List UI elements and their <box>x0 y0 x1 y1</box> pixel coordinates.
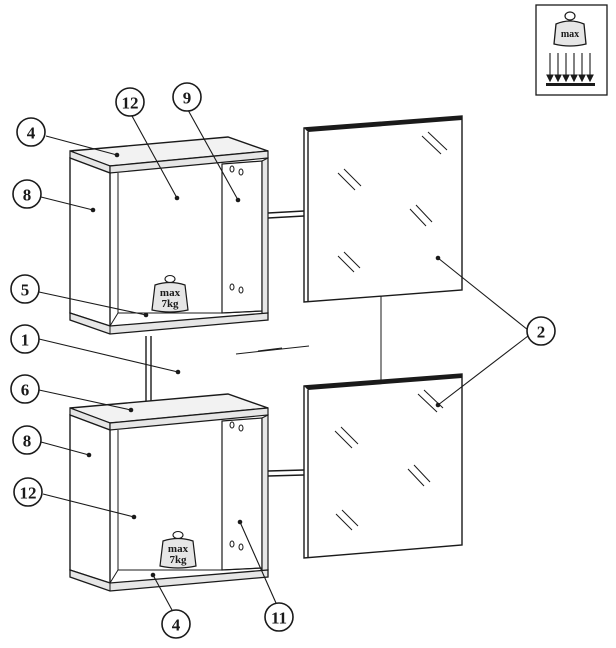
connecting-rod <box>145 336 152 404</box>
load-surface <box>546 83 595 86</box>
callout-label: 4 <box>27 124 36 143</box>
top-cube-shelf: max 7kg <box>69 136 269 335</box>
top-shelf-weight-badge: max 7kg <box>151 274 189 313</box>
bottom-shelf-weight-badge: max 7kg <box>159 530 197 569</box>
callout-9: 9 <box>172 82 202 112</box>
callout-5: 5 <box>10 274 40 304</box>
glass-panel-bottom <box>303 373 463 559</box>
bottom-shelf-weight-max: max <box>168 543 189 555</box>
callout-2: 2 <box>526 316 556 346</box>
callout-label: 11 <box>271 609 287 628</box>
callout-label: 8 <box>23 432 32 451</box>
bottom-shelf-left-panel <box>69 413 111 584</box>
callout-8-top: 8 <box>12 179 42 209</box>
top-shelf-right-panel <box>261 157 269 317</box>
callout-12-bottom: 12 <box>13 477 43 507</box>
callout-label: 2 <box>537 323 546 342</box>
weight-load-icon: max <box>553 11 587 47</box>
callout-6: 6 <box>10 374 40 404</box>
callout-label: 12 <box>20 484 37 503</box>
top-shelf-weight-max: max <box>160 287 181 299</box>
bottom-shelf-weight-value: 7kg <box>169 554 187 566</box>
max-load-icon-box: max <box>535 4 608 96</box>
callout-label: 4 <box>172 616 181 635</box>
top-shelf-left-panel <box>69 156 111 327</box>
callout-label: 6 <box>21 381 30 400</box>
bottom-shelf-right-panel <box>261 414 269 574</box>
top-shelf-weight-value: 7kg <box>161 298 179 310</box>
callout-12-top: 12 <box>115 87 145 117</box>
downward-arrows-icon <box>546 53 594 83</box>
callout-4-top: 4 <box>16 117 46 147</box>
callout-label: 8 <box>23 186 32 205</box>
callout-11: 11 <box>264 602 294 632</box>
callout-8-bottom: 8 <box>12 425 42 455</box>
glass-panel-top <box>303 115 463 303</box>
callout-label: 5 <box>21 281 30 300</box>
leader-lines <box>38 109 529 611</box>
callout-label: 9 <box>183 89 192 108</box>
load-icon-label: max <box>561 29 579 40</box>
callout-label: 12 <box>122 94 139 113</box>
callout-4-bottom: 4 <box>161 609 191 639</box>
panel-connectors <box>235 210 382 477</box>
callout-1: 1 <box>10 324 40 354</box>
callout-label: 1 <box>21 331 30 350</box>
bottom-cube-shelf: max 7kg <box>69 393 269 592</box>
